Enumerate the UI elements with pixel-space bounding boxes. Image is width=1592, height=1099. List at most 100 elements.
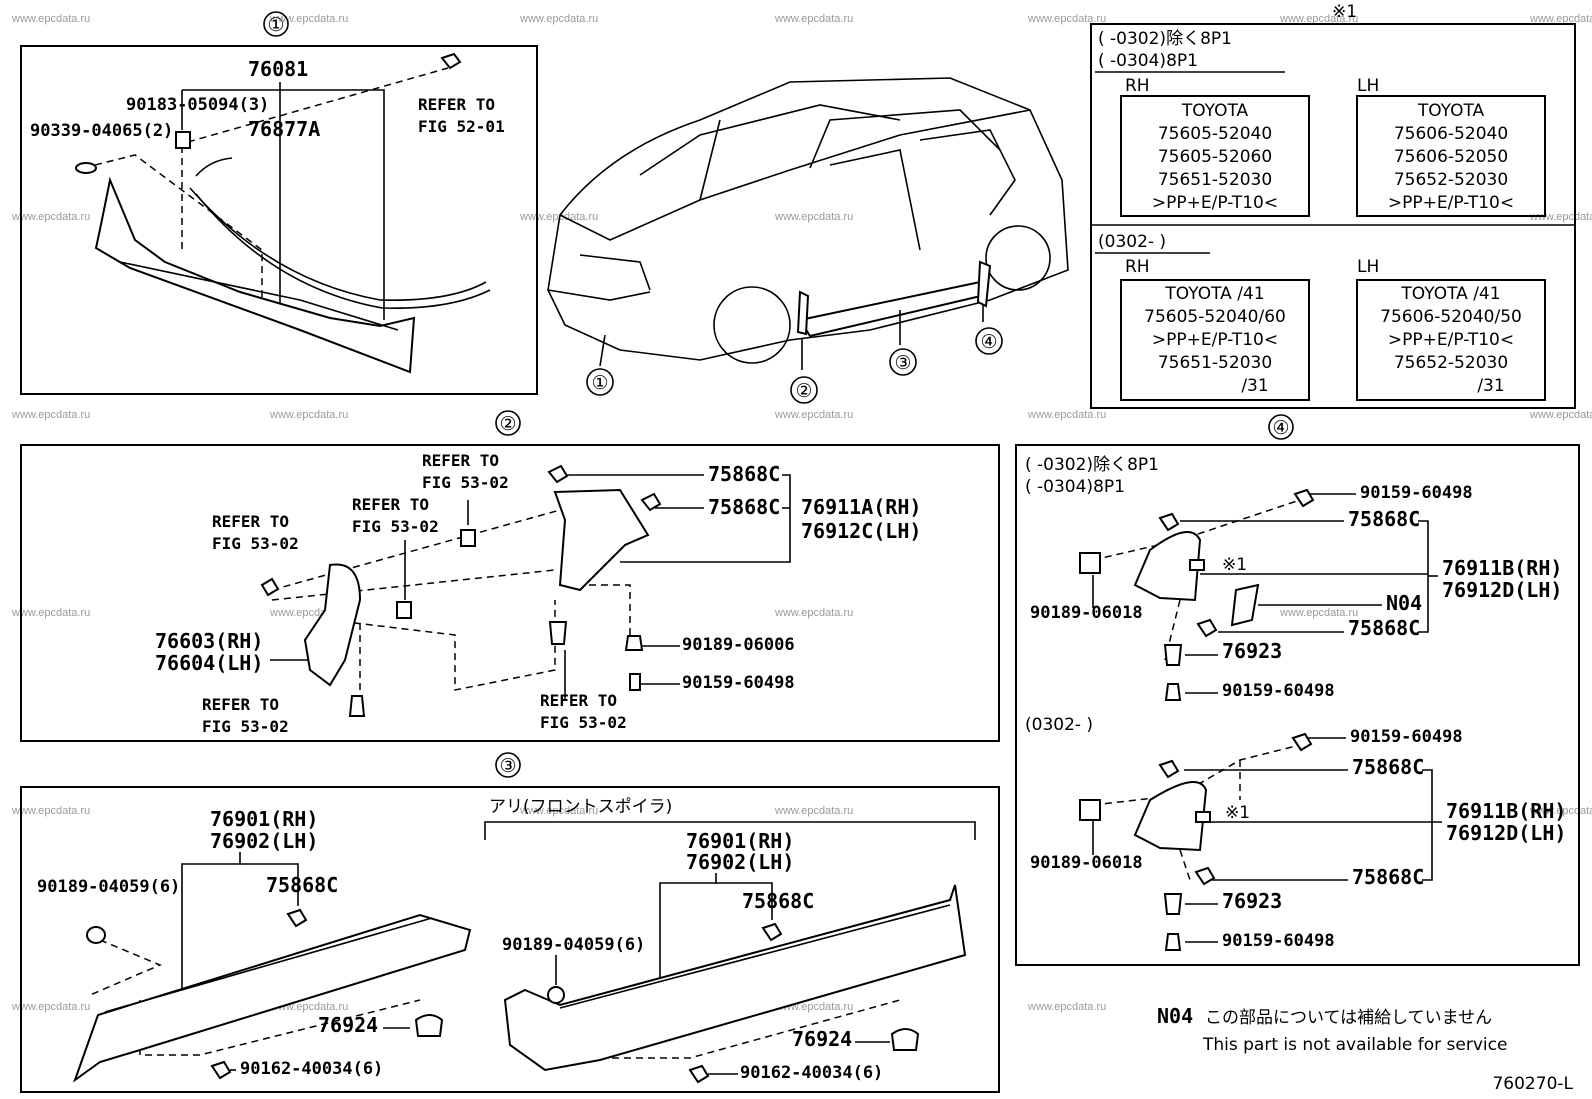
svg-text:FIG 53-02: FIG 53-02 [540,713,627,732]
svg-text:FIG 53-02: FIG 53-02 [422,473,509,492]
part-label-90183-05094: 90183-05094(3) [126,95,269,115]
panel-1-frame [20,45,538,395]
svg-text:75606-52050: 75606-52050 [1394,147,1508,167]
table-lh-2: LH [1357,257,1379,277]
table-rh1-lines: TOYOTA 75605-52040 75605-52060 75651-520… [1152,101,1278,213]
svg-text:www.epcdata.ru: www.epcdata.ru [1279,607,1358,619]
table-cond2: ( -0304)8P1 [1098,51,1198,71]
part-label-76924-left: 76924 [318,1013,378,1037]
vehicle-illustration: ① ② ③ ④ [547,77,1069,404]
part-label-76924-right: 76924 [792,1027,852,1051]
part-label-76923-l: 76923 [1222,889,1282,913]
part-label-76603: 76603(RH) [155,629,263,653]
part-label-76912C: 76912C(LH) [801,519,921,543]
part-label-90189-06018-l: 90189-06018 [1030,853,1143,873]
table-cond1: ( -0302)除く8P1 [1098,29,1232,49]
svg-text:REFER TO: REFER TO [540,691,617,710]
note-mark-u: ※1 [1222,555,1247,575]
svg-text:75651-52030: 75651-52030 [1158,353,1272,373]
svg-text:>PP+E/P-T10<: >PP+E/P-T10< [1388,330,1514,350]
svg-text:75652-52030: 75652-52030 [1394,170,1508,190]
section-marker-3: ③ [499,755,516,777]
rear-wheel [985,225,1051,291]
svg-text:www.epcdata.ru: www.epcdata.ru [11,13,90,25]
svg-text:TOYOTA /41: TOYOTA /41 [1400,284,1500,304]
table-cond3: (0302- ) [1098,232,1166,252]
part-label-75868C-u2: 75868C [1348,616,1420,640]
table-lh1-lines: TOYOTA 75606-52040 75606-52050 75652-520… [1388,101,1514,213]
svg-text:75605-52040: 75605-52040 [1158,124,1272,144]
part-label-90189-04059-left: 90189-04059(6) [37,877,180,897]
part-label-75868C-u1: 75868C [1348,507,1420,531]
part-label-75868C-l1: 75868C [1352,755,1424,779]
refer-label: REFER TO [418,95,495,114]
svg-text:www.epcdata.ru: www.epcdata.ru [774,409,853,421]
part-label-76911B-l: 76911B(RH) [1446,799,1566,823]
svg-text:www.epcdata.ru: www.epcdata.ru [1027,409,1106,421]
panel4-cond1: ( -0302)除く8P1 [1025,455,1159,475]
panel-4-frame [1015,444,1580,966]
table-rh-2: RH [1125,257,1150,277]
table-frame [1090,23,1576,409]
svg-text:75605-52040/60: 75605-52040/60 [1144,307,1286,327]
svg-text:www.epcdata.ru: www.epcdata.ru [1529,805,1592,817]
svg-text:75606-52040: 75606-52040 [1394,124,1508,144]
svg-text:www.epcdata.ru: www.epcdata.ru [774,211,853,223]
svg-text:75605-52060: 75605-52060 [1158,147,1272,167]
part-label-N04: N04 [1386,591,1422,615]
part-label-76912D-l: 76912D(LH) [1446,821,1566,845]
table-rh2-lines: TOYOTA /41 75605-52040/60 >PP+E/P-T10< 7… [1144,284,1286,396]
svg-text:TOYOTA /41: TOYOTA /41 [1164,284,1264,304]
part-label-90162-40034-right: 90162-40034(6) [740,1063,883,1083]
part-label-90162-40034-left: 90162-40034(6) [240,1059,383,1079]
car-outline [547,77,1069,361]
part-label-75868C-a: 75868C [708,462,780,486]
part-label-90159-60498-u1: 90159-60498 [1360,483,1473,503]
svg-text:www.epcdata.ru: www.epcdata.ru [774,13,853,25]
svg-text:www.epcdata.ru: www.epcdata.ru [774,607,853,619]
svg-text:www.epcdata.ru: www.epcdata.ru [1027,13,1106,25]
svg-text:FIG 53-02: FIG 53-02 [202,717,289,736]
part-label-75868C-left: 75868C [266,873,338,897]
screw-a [547,464,569,484]
table-lh2-lines: TOYOTA /41 75606-52040/50 >PP+E/P-T10< 7… [1380,284,1522,396]
part-label-76081: 76081 [248,57,308,81]
leader-bracket [182,89,385,320]
part-label-76604: 76604(LH) [155,651,263,675]
grommet-90339 [75,162,97,174]
table-rh1-box [1120,95,1310,217]
part-label-90189-06018-u: 90189-06018 [1030,603,1143,623]
part-label-90189-04059-right: 90189-04059(6) [502,935,645,955]
part-label-76902-right: 76902(LH) [686,850,794,874]
part-label-76901-right: 76901(RH) [686,829,794,853]
svg-text:www.epcdata.ru: www.epcdata.ru [11,607,90,619]
mudguard-76603 [303,563,362,687]
svg-text:/31: /31 [1477,376,1504,396]
footnote: N04 この部品については補給していません This part is not a… [1157,1004,1574,1094]
note-mark-l: ※1 [1225,803,1250,823]
car-marker-4: ④ [980,331,997,353]
svg-text:75652-52030: 75652-52030 [1394,353,1508,373]
part-label-90159-60498: 90159-60498 [682,673,795,693]
svg-text:FIG 53-02: FIG 53-02 [352,517,439,536]
svg-text:www.epcdata.ru: www.epcdata.ru [774,805,853,817]
part-label-76911A: 76911A(RH) [801,495,921,519]
svg-text:www.epcdata.ru: www.epcdata.ru [1027,1001,1106,1013]
mudguard-bracket-76911A [553,488,650,592]
rear-mudguard-bracket-l [1133,781,1208,852]
section-marker-1-circle [263,11,289,37]
svg-text:TOYOTA: TOYOTA [1417,101,1485,121]
part-label-76902-left: 76902(LH) [210,829,318,853]
svg-text:www.epcdata.ru: www.epcdata.ru [269,409,348,421]
section-marker-2: ② [499,413,516,435]
svg-text:www.epcdata.ru: www.epcdata.ru [1529,409,1592,421]
part-label-90189-06006: 90189-06006 [682,635,795,655]
table-lh2-box [1356,279,1546,401]
table-rh2-box [1120,279,1310,401]
svg-text:REFER TO: REFER TO [212,512,289,531]
part-label-90339-04065: 90339-04065(2) [30,121,173,141]
footnote-code: N04 [1157,1004,1193,1028]
svg-text:www.epcdata.ru: www.epcdata.ru [11,211,90,223]
panel-rear-mudguard: ④ ( -0302)除く8P1 ( -0304)8P1 90159-60498 … [1015,414,1580,966]
